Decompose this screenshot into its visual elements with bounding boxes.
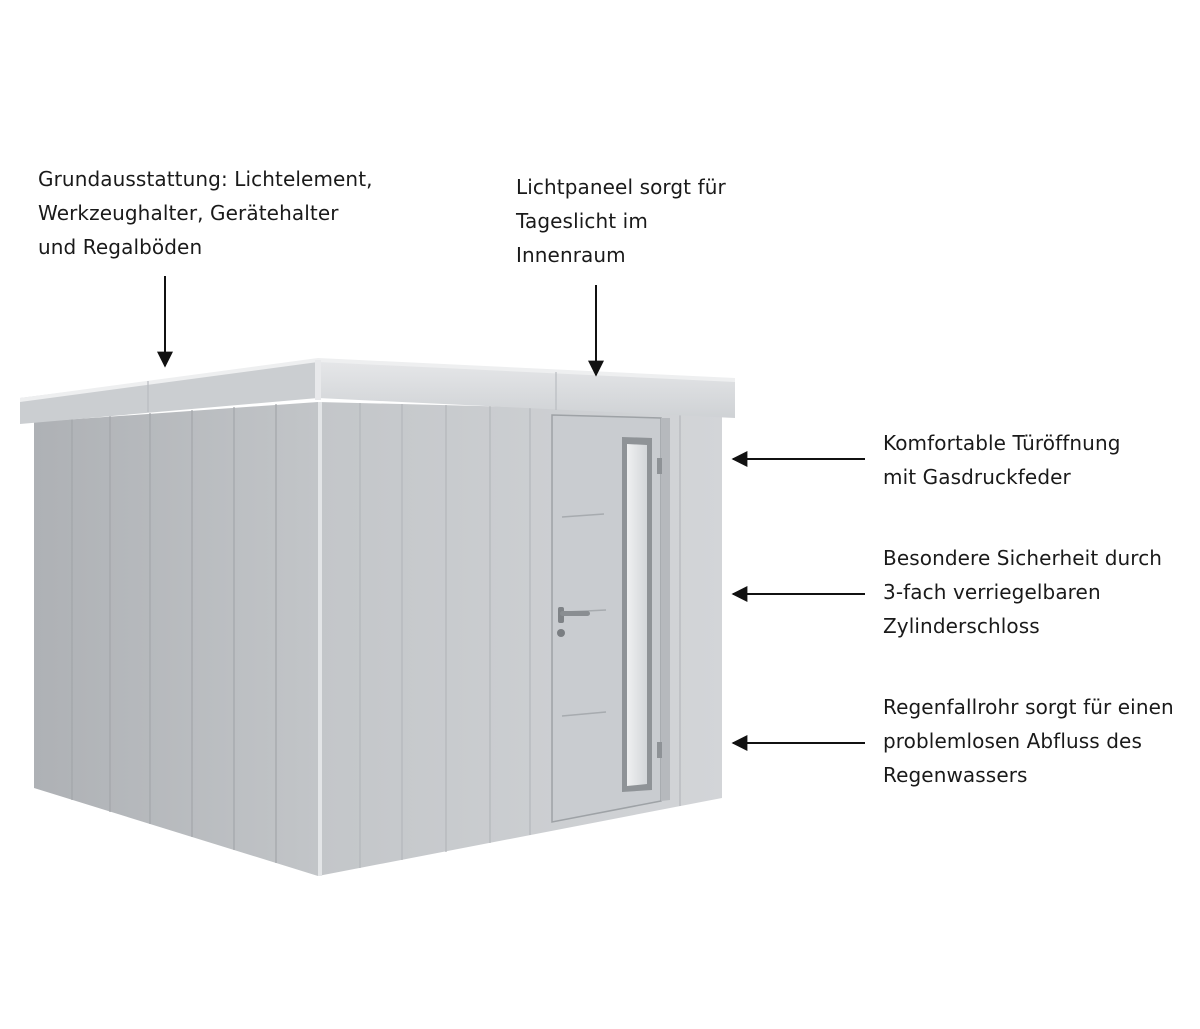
- callout-door-opening: Komfortable Türöffnung mit Gasdruckfeder: [883, 426, 1121, 494]
- callout-door-opening-line-1: Komfortable Türöffnung: [883, 431, 1121, 455]
- callout-downpipe-line-3: Regenwassers: [883, 763, 1028, 787]
- roof-top-edge: [20, 358, 735, 402]
- callout-equipment-line-3: und Regalböden: [38, 235, 203, 259]
- callout-equipment-line-1: Grundausstattung: Lichtelement,: [38, 167, 373, 191]
- roof-front-fascia: [318, 360, 735, 418]
- callout-light-panel-line-1: Lichtpaneel sorgt für: [516, 175, 726, 199]
- door-handle: [558, 607, 590, 623]
- door-hinges: [657, 458, 662, 758]
- callout-security-line-3: Zylinderschloss: [883, 614, 1040, 638]
- callout-light-panel-line-3: Innenraum: [516, 243, 626, 267]
- callout-light-panel-line-2: Tageslicht im: [516, 209, 648, 233]
- callout-downpipe-line-1: Regenfallrohr sorgt für einen: [883, 695, 1174, 719]
- shed-side-wall: [34, 402, 318, 876]
- front-wall-panel-lines: [359, 403, 681, 868]
- roof-side-fascia: [20, 360, 318, 424]
- callout-door-opening-line-2: mit Gasdruckfeder: [883, 465, 1071, 489]
- callout-equipment: Grundausstattung: Lichtelement, Werkzeug…: [38, 162, 373, 264]
- callout-security-line-2: 3-fach verriegelbaren: [883, 580, 1101, 604]
- door-lock-cylinder: [557, 629, 565, 637]
- callout-downpipe-line-2: problemlosen Abfluss des: [883, 729, 1142, 753]
- callout-equipment-line-2: Werkzeughalter, Gerätehalter: [38, 201, 339, 225]
- door-window-glass: [627, 444, 647, 786]
- callout-light-panel: Lichtpaneel sorgt für Tageslicht im Inne…: [516, 170, 726, 272]
- roof-joints: [147, 372, 557, 412]
- callout-downpipe: Regenfallrohr sorgt für einen problemlos…: [883, 690, 1174, 792]
- callout-security-line-1: Besondere Sicherheit durch: [883, 546, 1163, 570]
- door-frame-edge: [661, 418, 670, 801]
- callout-security: Besondere Sicherheit durch 3-fach verrie…: [883, 541, 1162, 643]
- side-wall-panel-lines: [71, 404, 277, 863]
